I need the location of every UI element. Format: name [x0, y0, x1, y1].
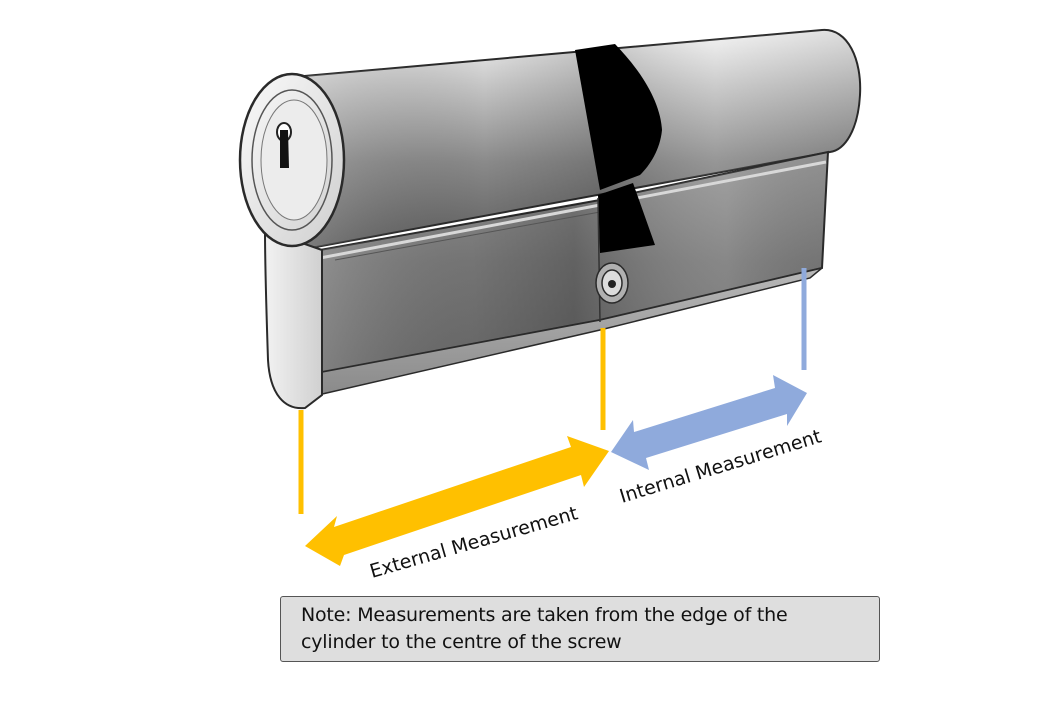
keyhole-icon — [276, 122, 292, 168]
cylinder-tail — [263, 228, 323, 410]
cam — [575, 44, 662, 190]
retaining-screw — [595, 262, 629, 304]
cam-lower — [598, 183, 655, 253]
external-measurement-arrow — [305, 436, 609, 566]
note-text: Note: Measurements are taken from the ed… — [301, 604, 788, 653]
internal-measurement-arrow — [611, 375, 807, 470]
note-box: Note: Measurements are taken from the ed… — [280, 596, 880, 662]
lock-cylinder — [238, 28, 862, 410]
